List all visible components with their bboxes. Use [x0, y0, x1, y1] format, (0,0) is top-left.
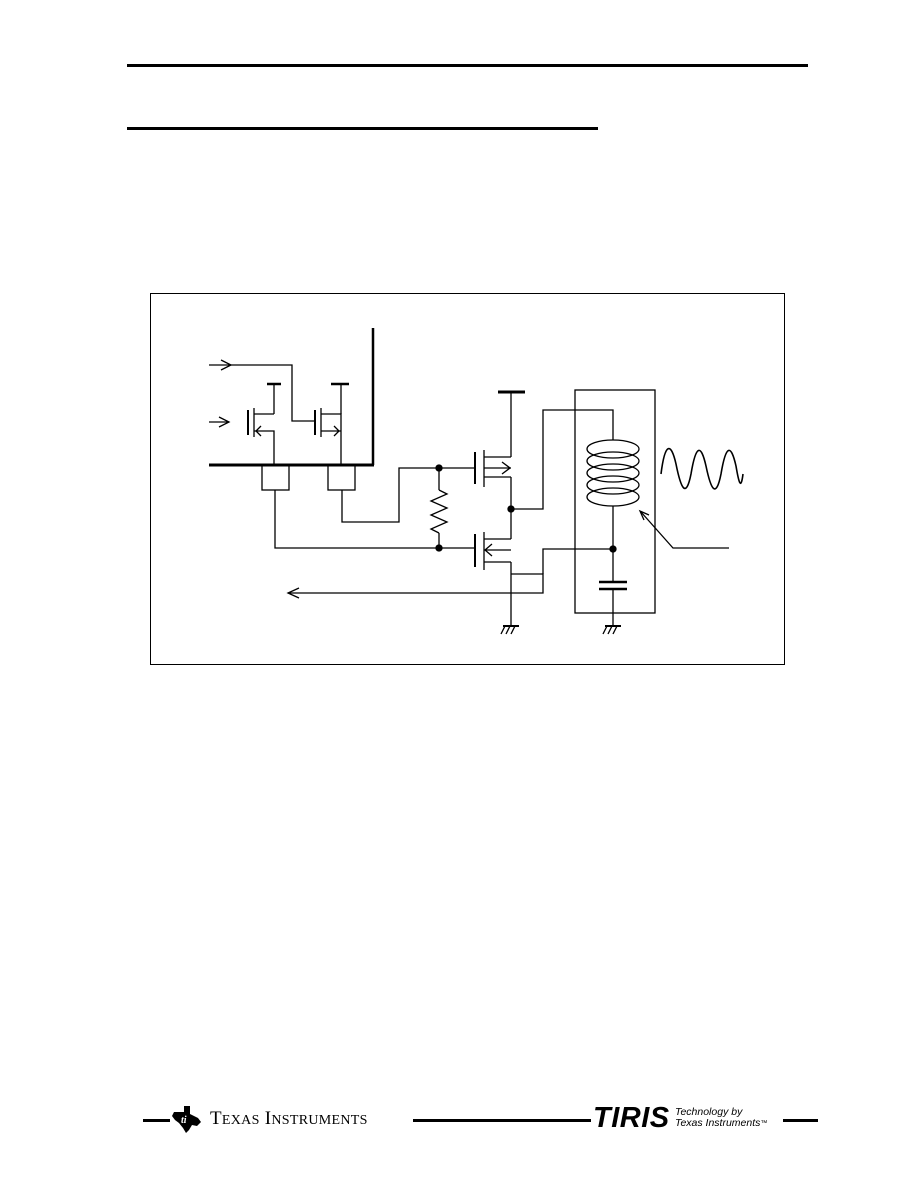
wire-coil-bottom	[542, 548, 613, 574]
ic-pad-1	[261, 464, 290, 491]
output-arrow	[286, 587, 300, 599]
transponder-box	[574, 389, 656, 614]
nmos-transistor	[474, 524, 512, 625]
coil-antenna	[586, 439, 640, 507]
small-transistor-1	[247, 382, 281, 465]
title-underline	[127, 127, 598, 130]
input-arrow-1	[209, 359, 297, 422]
tiris-brand-mark: TIRIS	[593, 1102, 670, 1134]
footer-rule-right	[783, 1119, 818, 1122]
tiris-tagline: Technology by Texas Instruments™	[675, 1106, 768, 1129]
sine-wave	[660, 447, 744, 490]
svg-text:ti: ti	[181, 1115, 187, 1126]
small-transistor-2	[297, 382, 349, 465]
resistor	[429, 468, 449, 548]
wire-to-coil-top	[511, 409, 614, 510]
coil-pointer-arrow	[638, 509, 650, 521]
capacitor	[599, 580, 627, 625]
header-rule	[127, 64, 808, 67]
circuit-schematic	[209, 328, 744, 635]
pmos-transistor	[474, 390, 525, 524]
wire-feedback	[288, 573, 544, 594]
wire-pad1-to-gate-low	[274, 490, 439, 549]
circuit-figure	[150, 293, 785, 665]
ground-symbol-2	[602, 625, 621, 635]
company-name: TEXAS INSTRUMENTS	[210, 1108, 368, 1129]
ic-pad-2	[327, 464, 356, 491]
wire-pad2-to-gate-high	[341, 467, 439, 523]
ground-symbol-1	[500, 625, 519, 635]
footer-rule-middle	[413, 1119, 591, 1122]
coil-pointer-line	[640, 511, 729, 549]
texas-instruments-state-logo-icon: ti	[172, 1106, 201, 1133]
input-arrow-2	[209, 416, 231, 428]
footer-rule-left	[143, 1119, 170, 1122]
junction-dot	[609, 545, 617, 553]
